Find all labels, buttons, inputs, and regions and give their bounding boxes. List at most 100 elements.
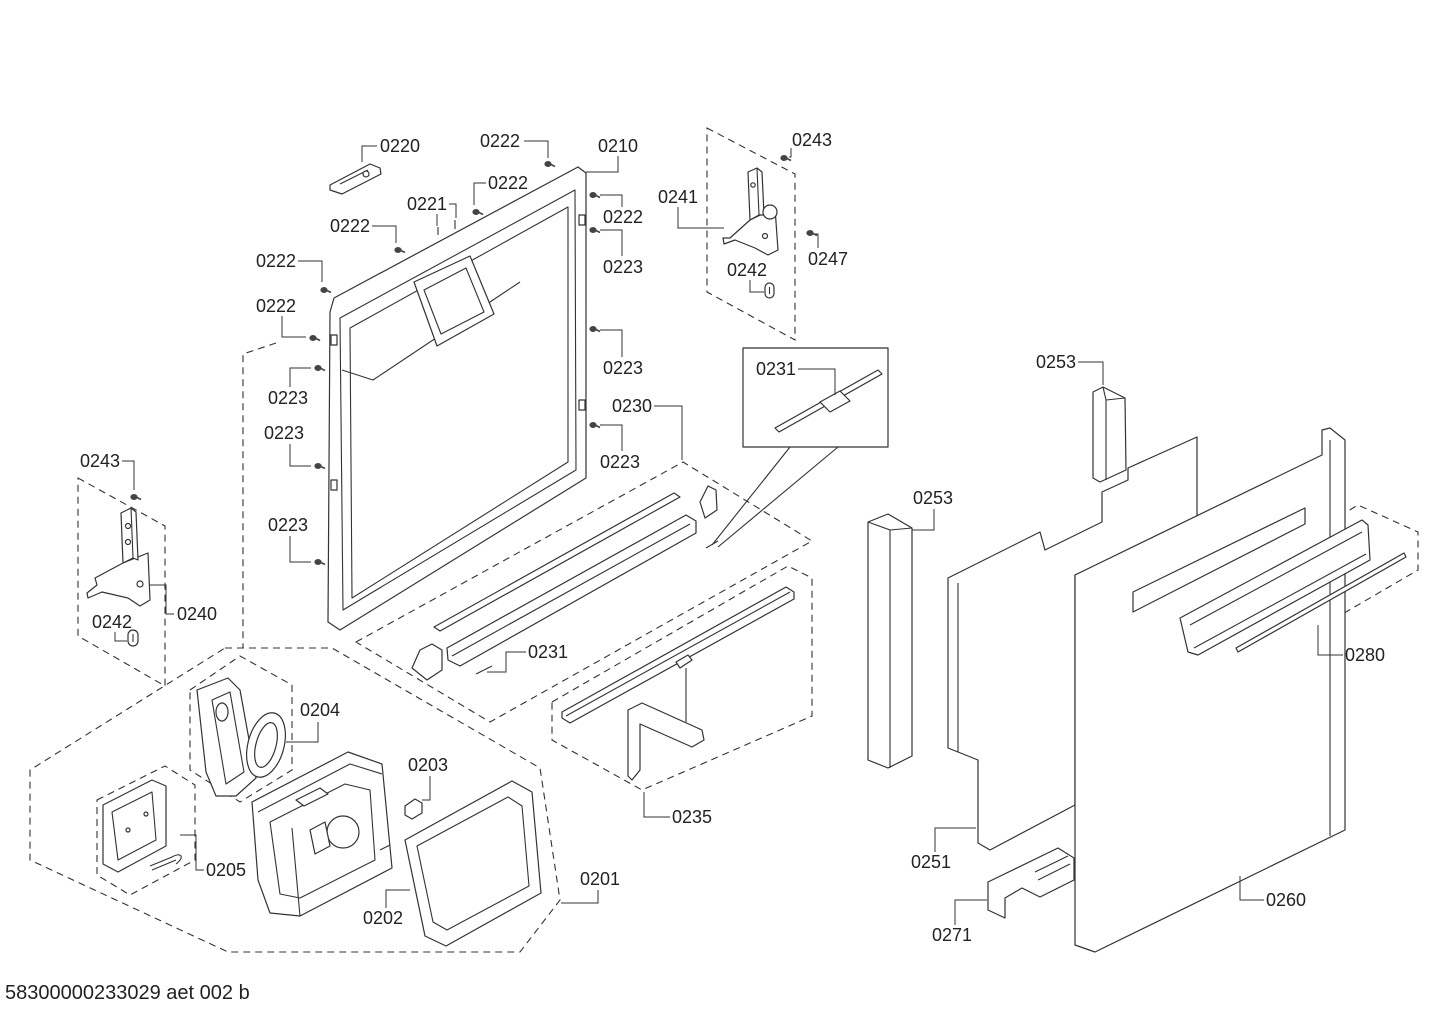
callout-0247: 0247: [808, 249, 848, 269]
screw: [313, 462, 326, 470]
leader-line: [600, 194, 623, 207]
leader-line: [422, 776, 431, 801]
trim-post-top: [1092, 386, 1127, 483]
callout-0222: 0222: [480, 131, 520, 151]
leader-line: [561, 890, 599, 904]
screw: [588, 191, 601, 199]
display-frame: [404, 780, 542, 947]
leader-line: [436, 203, 457, 226]
group-outlines: [29, 127, 1419, 953]
screws: [129, 154, 818, 566]
leader-line: [934, 827, 976, 852]
callout-0243: 0243: [792, 130, 832, 150]
callout-0201: 0201: [580, 869, 620, 889]
bottom-bracket: [987, 847, 1075, 919]
screw: [393, 246, 406, 254]
control-group-outline: [29, 647, 561, 953]
leader-line: [122, 460, 135, 490]
leader-line: [524, 140, 549, 158]
callout-0253: 0253: [913, 488, 953, 508]
door-inner-frame: [327, 166, 587, 631]
rail-end-cap: [411, 643, 443, 681]
leader-line: [954, 899, 987, 925]
callout-0221: 0221: [407, 194, 447, 214]
hinge-left-group-outline: [77, 477, 166, 687]
leader-line: [789, 148, 792, 158]
screw: [129, 493, 142, 501]
slide-housing: [196, 677, 257, 797]
leader-line: [361, 145, 377, 162]
callout-0242: 0242: [727, 260, 767, 280]
hinge-clip-right: [764, 282, 775, 299]
callout-0205: 0205: [206, 860, 246, 880]
screw: [543, 160, 556, 168]
screw: [588, 325, 601, 333]
rail-assembly: [411, 485, 719, 681]
leader-line: [912, 509, 935, 531]
callout-0222: 0222: [256, 296, 296, 316]
callout-0222: 0222: [603, 207, 643, 227]
mount-group-outline: [189, 655, 293, 803]
leader-line: [180, 834, 204, 871]
leader-line: [286, 722, 319, 743]
leader-line: [643, 792, 670, 818]
callout-0202: 0202: [363, 908, 403, 928]
handle-slot: [1132, 507, 1306, 613]
spring: [149, 854, 182, 871]
module-board: [102, 779, 167, 873]
door-panel: [947, 436, 1198, 851]
screw: [588, 421, 601, 429]
callout-0231: 0231: [528, 642, 568, 662]
leader-line: [385, 889, 410, 908]
screw: [471, 208, 484, 216]
callout-0220: 0220: [380, 136, 420, 156]
rail-detail-box: [711, 347, 889, 548]
leader-line: [654, 405, 683, 460]
callout-0223: 0223: [603, 358, 643, 378]
document-id: 58300000233029 aet 002 b: [5, 982, 250, 1004]
leader-line: [372, 225, 397, 243]
leader-line: [600, 329, 623, 357]
frame-to-control-link: [242, 342, 277, 648]
callout-0223: 0223: [268, 388, 308, 408]
callout-0223: 0223: [603, 257, 643, 277]
module-group-outline: [96, 765, 196, 896]
callout-0210: 0210: [598, 136, 638, 156]
callout-0204: 0204: [300, 700, 340, 720]
leader-line: [473, 182, 486, 205]
callout-0271: 0271: [932, 925, 972, 945]
leader-line: [487, 651, 526, 673]
front-panel: [1074, 427, 1346, 953]
callout-0251: 0251: [911, 852, 951, 872]
handle-group-outline: [1164, 504, 1419, 691]
leader-line: [281, 316, 306, 338]
leader-lines: [114, 140, 1343, 925]
leader-line: [289, 367, 311, 387]
leader-line: [114, 632, 127, 642]
callout-0231: 0231: [756, 359, 796, 379]
leader-line: [289, 536, 311, 563]
callout-0230: 0230: [612, 396, 652, 416]
hinge-right-group-outline: [706, 127, 796, 341]
strut-group-outline: [551, 565, 813, 791]
ring-seal: [246, 712, 286, 778]
screw: [319, 286, 332, 294]
screw: [805, 229, 818, 237]
control-panel-window: [413, 255, 495, 347]
callout-0223: 0223: [600, 452, 640, 472]
leader-line: [289, 444, 311, 467]
handle-assembly: [1179, 519, 1407, 656]
callout-0223: 0223: [268, 515, 308, 535]
callout-0223: 0223: [264, 423, 304, 443]
trim-post-side: [867, 513, 913, 769]
leader-line: [586, 156, 619, 173]
callout-0243: 0243: [80, 451, 120, 471]
screw: [313, 364, 326, 372]
leader-line: [1317, 625, 1343, 656]
hinge-left: [86, 507, 151, 607]
callout-0222: 0222: [488, 173, 528, 193]
leader-line: [150, 584, 174, 615]
callout-0235: 0235: [672, 807, 712, 827]
leader-line: [677, 207, 724, 229]
